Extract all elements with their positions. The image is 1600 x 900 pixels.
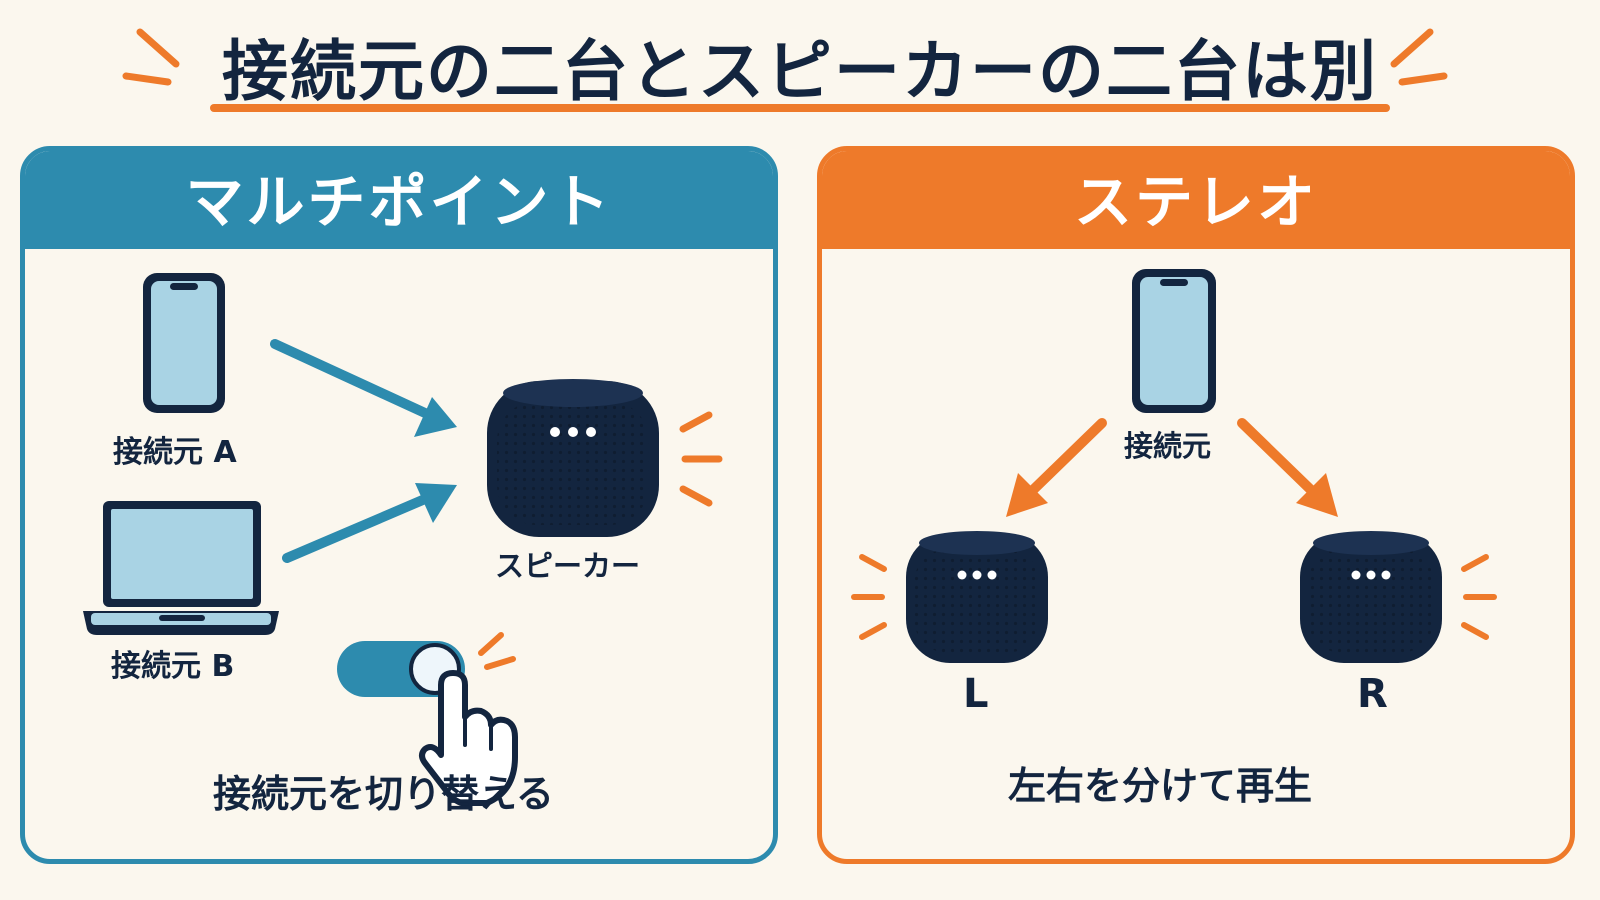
left-speaker-sound-icon [851, 554, 887, 640]
multipoint-panel: マルチポイント [20, 146, 778, 864]
arrow-to-left-speaker-icon [1006, 418, 1107, 517]
speaker-icon [487, 379, 659, 537]
toggle-switch-icon [337, 641, 465, 697]
source-a-label: 接続元 A [113, 435, 237, 470]
stereo-diagram [851, 269, 1497, 663]
pointing-hand-icon [419, 670, 518, 806]
switch-caption: 接続元を切り替える [213, 772, 554, 816]
source-b-label: 接続元 B [111, 649, 235, 684]
arrow-b-to-speaker-icon [282, 483, 457, 563]
smartphone-icon [1132, 269, 1216, 413]
stereo-caption: 左右を分けて再生 [1008, 764, 1313, 808]
speaker-label: スピーカー [495, 549, 641, 583]
smartphone-icon [143, 273, 225, 413]
arrow-a-to-speaker-icon [270, 339, 457, 437]
laptop-icon [83, 501, 279, 635]
title-underline [210, 104, 1390, 112]
stereo-heading: ステレオ [822, 151, 1570, 249]
left-channel-label: L [963, 671, 989, 717]
stereo-source-label: 接続元 [1124, 429, 1212, 463]
title-burst-right-icon [1390, 28, 1448, 86]
multipoint-heading: マルチポイント [25, 151, 773, 249]
speaker-sound-icon [679, 411, 723, 507]
arrow-to-right-speaker-icon [1237, 418, 1338, 517]
toggle-sparkle-icon [478, 632, 516, 670]
right-speaker-icon [1300, 531, 1442, 663]
multipoint-diagram [83, 273, 723, 806]
right-speaker-sound-icon [1461, 554, 1497, 640]
left-speaker-icon [906, 531, 1048, 663]
right-channel-label: R [1357, 671, 1388, 717]
title-burst-left-icon [122, 28, 180, 86]
page-title: 接続元の二台とスピーカーの二台は別 [222, 33, 1378, 110]
stereo-panel: ステレオ [817, 146, 1575, 864]
